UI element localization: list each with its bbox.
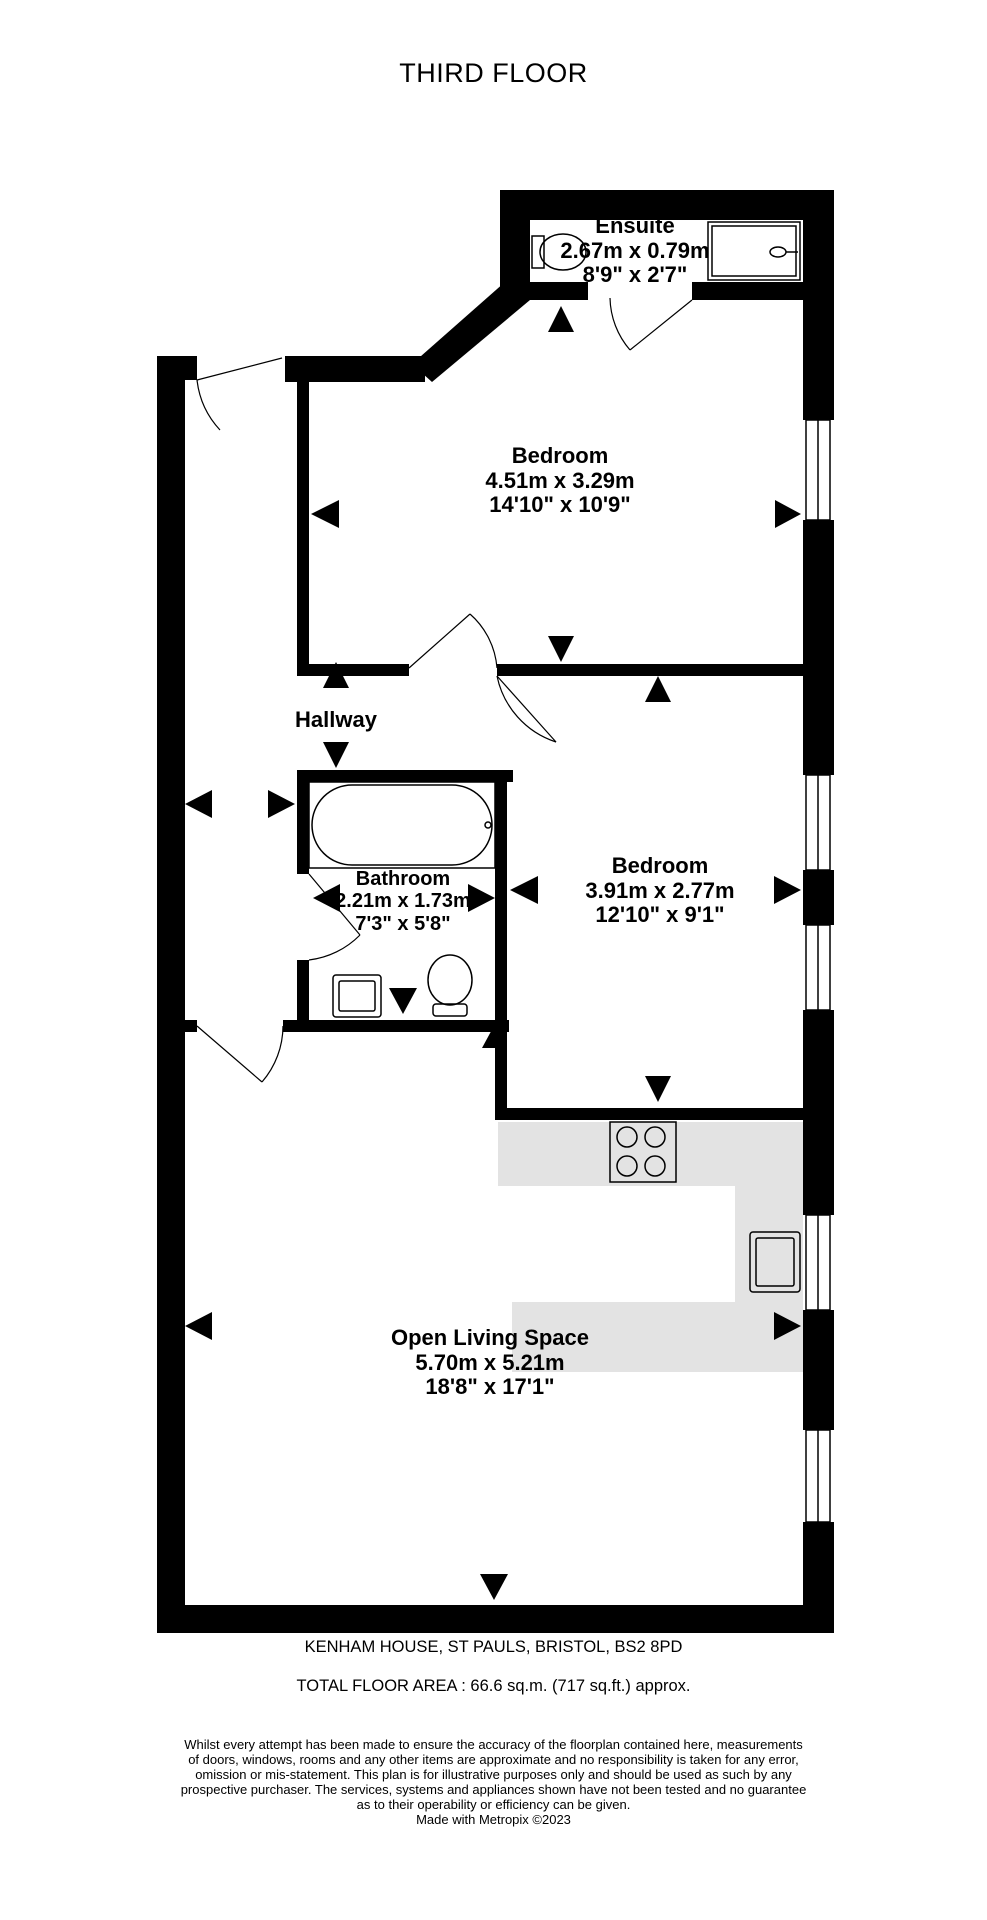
windows: [805, 419, 831, 1523]
room-name: Hallway: [295, 707, 377, 732]
room-metric: 2.67m x 0.79m: [560, 237, 710, 263]
room-name: Bathroom: [355, 868, 451, 890]
shower-ensuite: [707, 221, 801, 281]
dimension-arrows: [185, 306, 801, 1600]
hob: [609, 1121, 677, 1183]
disclaimer-line: prospective purchaser. The services, sys…: [180, 1782, 807, 1798]
room-bedroom-1: Bedroom 4.51m x 3.29m 14'10" x 10'9": [430, 443, 690, 518]
room-metric: 2.21m x 1.73m: [335, 890, 471, 913]
disclaimer-line: as to their operability or efficiency ca…: [356, 1797, 631, 1813]
room-metric: 5.70m x 5.21m: [415, 1349, 565, 1375]
room-name: Bedroom: [611, 853, 709, 878]
room-imperial: 8'9" x 2'7": [582, 262, 688, 288]
room-bedroom-2: Bedroom 3.91m x 2.77m 12'10" x 9'1": [530, 853, 790, 928]
bathtub: [308, 781, 496, 869]
walls: [157, 190, 834, 1633]
basin-bathroom: [332, 974, 382, 1018]
doors: [196, 297, 693, 1083]
room-bathroom: Bathroom 2.21m x 1.73m 7'3" x 5'8": [312, 868, 494, 935]
room-name: Ensuite: [595, 213, 675, 238]
room-open-living-space: Open Living Space 5.70m x 5.21m 18'8" x …: [340, 1325, 640, 1400]
room-metric: 3.91m x 2.77m: [585, 877, 735, 903]
room-name: Bedroom: [511, 443, 609, 468]
floor-title: THIRD FLOOR: [399, 58, 588, 88]
room-imperial: 7'3" x 5'8": [355, 912, 451, 935]
disclaimer-line: of doors, windows, rooms and any other i…: [188, 1752, 799, 1768]
credit-line: Made with Metropix ©2023: [416, 1812, 571, 1828]
toilet-ensuite: [531, 233, 587, 271]
total-floor-area: TOTAL FLOOR AREA : 66.6 sq.m. (717 sq.ft…: [296, 1677, 691, 1695]
room-metric: 4.51m x 3.29m: [485, 467, 635, 493]
room-name: Open Living Space: [390, 1325, 590, 1350]
kitchen-area: [498, 1122, 803, 1372]
disclaimer-line: Whilst every attempt has been made to en…: [184, 1737, 803, 1752]
toilet-bathroom: [427, 954, 473, 1017]
disclaimer: Whilst every attempt has been made to en…: [0, 1737, 987, 1827]
room-hallway: Hallway: [265, 707, 407, 733]
room-ensuite: Ensuite 2.67m x 0.79m 8'9" x 2'7": [560, 213, 710, 288]
sink-kitchen: [749, 1231, 801, 1293]
room-imperial: 18'8" x 17'1": [425, 1374, 555, 1400]
disclaimer-line: omission or mis-statement. This plan is …: [195, 1767, 792, 1783]
room-imperial: 12'10" x 9'1": [595, 902, 725, 928]
property-address: KENHAM HOUSE, ST PAULS, BRISTOL, BS2 8PD: [304, 1638, 683, 1656]
room-imperial: 14'10" x 10'9": [489, 492, 631, 518]
